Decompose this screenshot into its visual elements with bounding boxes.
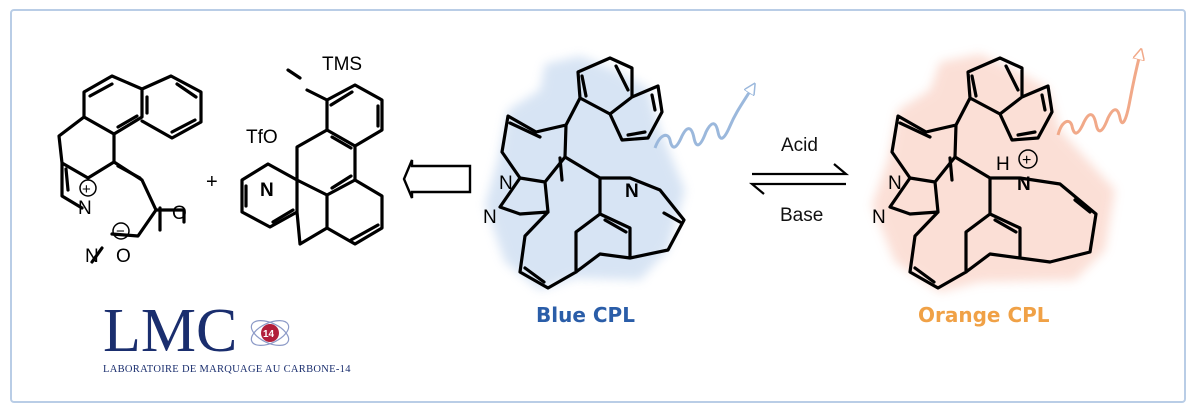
orange-n-plus: N (1017, 174, 1031, 195)
logo-letters: LMC (103, 297, 237, 365)
orange-n1: N (888, 173, 902, 194)
reactant-1-o: O (116, 246, 131, 267)
plus-charge-circle (79, 179, 97, 197)
reactant-1-bonds (57, 74, 203, 264)
orange-plus: + (1022, 152, 1031, 169)
acid-label: Acid (781, 135, 818, 156)
reactant-2-otf: TfO (246, 127, 278, 148)
base-label: Base (780, 205, 823, 226)
reactant-1-carbonyl-o: O (172, 203, 187, 224)
orange-n2: N (872, 207, 886, 228)
reactant-2-bonds (240, 68, 384, 246)
logo-subtitle: LABORATOIRE DE MARQUAGE AU CARBONE-14 (103, 364, 351, 375)
blue-n1: N (499, 173, 513, 194)
blue-product-structure (498, 56, 686, 290)
orange-h: H (996, 154, 1010, 175)
blue-n2: N (483, 207, 497, 228)
blue-cpl-wave (653, 88, 752, 149)
orange-product-structure (888, 56, 1098, 290)
retro-arrow (402, 159, 472, 199)
equilibrium-arrows (748, 163, 850, 195)
logo-number: 14 (263, 329, 275, 340)
reactant-1-structure (57, 74, 203, 264)
reactant-1-plus: + (82, 181, 91, 198)
reactant-2-structure (240, 68, 384, 246)
reactant-1-n-plus: N (78, 198, 92, 219)
blue-cpl-label: Blue CPL (536, 303, 635, 327)
orange-cpl-wave (1056, 54, 1140, 136)
reactant-1-n: N (85, 246, 99, 267)
minus-charge-circle (112, 222, 130, 240)
lmc-logo: LMC 14 LABORATOIRE DE MARQUAGE AU CARBON… (103, 297, 351, 375)
blue-n3: N (625, 181, 639, 202)
orange-product-glow (872, 54, 1115, 292)
plus-sign: + (206, 171, 218, 193)
logo-atom-core (261, 324, 279, 342)
reactant-2-tms: TMS (322, 54, 362, 75)
reactant-1-double-bonds (64, 82, 198, 232)
orange-cpl-label: Orange CPL (918, 303, 1050, 327)
orange-plus-circle (1018, 149, 1038, 169)
reactant-1-minus: − (116, 223, 125, 240)
reactant-2-n: N (260, 180, 274, 201)
blue-product-glow (485, 56, 685, 290)
